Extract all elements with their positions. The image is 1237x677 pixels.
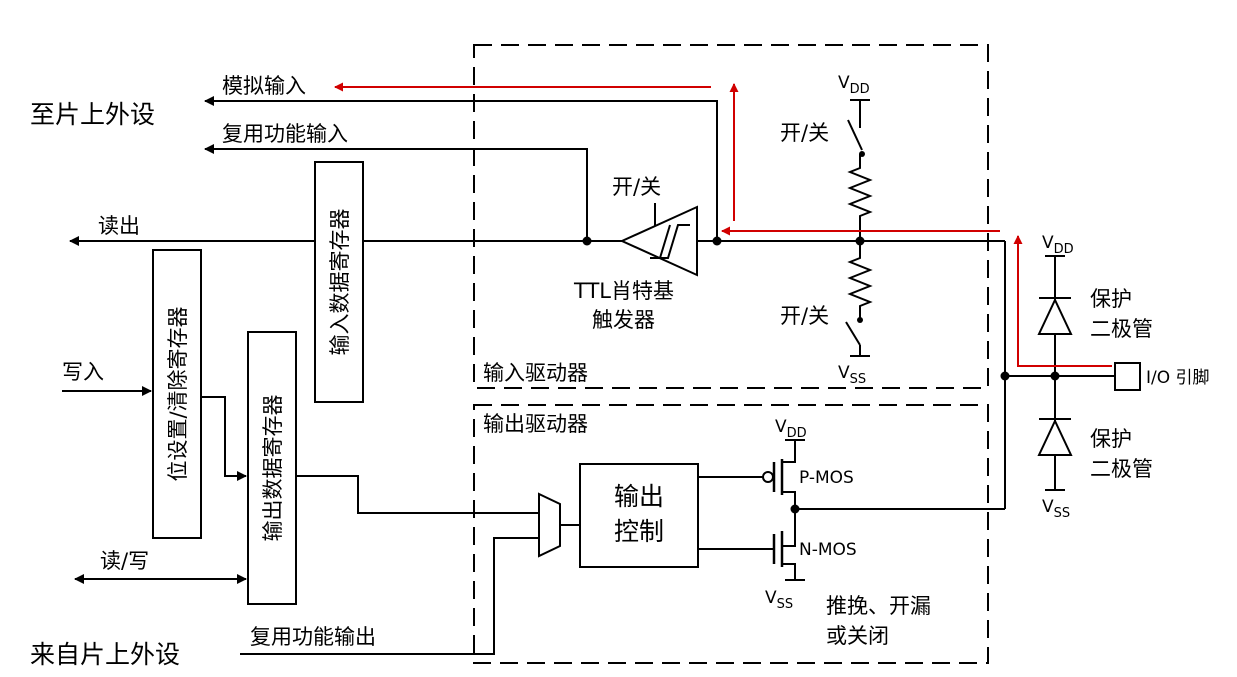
pullup-vdd-label: VDD — [838, 73, 870, 97]
alt-func-input-label: 复用功能输入 — [222, 122, 348, 146]
output-mux — [538, 492, 561, 558]
ttl-schmitt-label-1: TTL肖特基 — [573, 279, 674, 303]
alt-func-input-wire — [204, 144, 588, 241]
bsrr-to-odr-wire — [201, 396, 247, 481]
to-peripheral-label: 至片上外设 — [30, 100, 155, 129]
nmos-label: N-MOS — [799, 540, 857, 560]
output-mode-label-1: 推挽、开漏 — [826, 594, 931, 618]
pullup-resistor — [847, 154, 873, 241]
pmos-drain — [782, 491, 796, 547]
from-peripheral-label: 来自片上外设 — [30, 640, 180, 669]
diode-top-label-1: 保护 — [1090, 287, 1132, 311]
output-driver-box — [473, 404, 989, 664]
output-control-label-2: 控制 — [614, 517, 664, 546]
output-control-block — [579, 463, 699, 568]
input-data-register — [314, 161, 364, 403]
alt-func-output-label: 复用功能输出 — [250, 625, 376, 649]
diode-vss-label: VSS — [1042, 497, 1070, 521]
read-out-label: 读出 — [98, 214, 140, 238]
analog-input-wire — [204, 96, 718, 241]
nmos-vss-label: VSS — [765, 588, 793, 612]
signal-path-pin-to-input — [1013, 235, 1112, 367]
write-in-label: 写入 — [62, 360, 104, 384]
bit-set-reset-register — [152, 249, 202, 539]
read-write-label: 读/写 — [100, 549, 149, 573]
junction-analog — [712, 236, 722, 246]
alt-func-output-wire — [240, 537, 539, 655]
output-data-register-label: 输出数据寄存器 — [261, 395, 285, 542]
pulldown-resistor — [847, 241, 873, 318]
pmos-source — [782, 440, 796, 463]
diode-bottom-label-2: 二极管 — [1090, 457, 1153, 481]
pulldown-switch — [845, 321, 861, 346]
output-mode-label-2: 或关闭 — [826, 624, 889, 648]
output-driver-label: 输出驱动器 — [483, 412, 588, 436]
pmos-gate-bubble — [762, 471, 774, 483]
pulldown-switch-contact — [857, 317, 863, 323]
analog-input-label: 模拟输入 — [222, 74, 306, 98]
io-pin-label: I/O 引脚 — [1146, 368, 1210, 388]
junction-output — [790, 504, 800, 514]
pulldown-on-off-label: 开/关 — [780, 304, 829, 328]
output-control-label-1: 输出 — [614, 482, 664, 511]
junction-pin-left — [1000, 371, 1010, 381]
diode-top-label-2: 二极管 — [1090, 317, 1153, 341]
trigger-on-off-label: 开/关 — [612, 175, 661, 199]
schmitt-hysteresis-symbol-2 — [659, 224, 671, 259]
protection-diode-bottom — [1037, 418, 1073, 456]
protection-diode-top — [1037, 297, 1073, 335]
pullup-on-off-label: 开/关 — [780, 121, 829, 145]
pulldown-vss-label: VSS — [838, 363, 866, 387]
diode-bottom-label-1: 保护 — [1090, 427, 1132, 451]
pmos-label: P-MOS — [799, 468, 854, 488]
output-data-register — [247, 331, 297, 605]
io-pin — [1114, 362, 1141, 391]
bit-set-reset-register-label: 位设置/清除寄存器 — [166, 306, 190, 481]
input-data-register-label: 输入数据寄存器 — [328, 209, 352, 356]
input-driver-label: 输入驱动器 — [483, 361, 588, 385]
junction-alt-input — [582, 236, 592, 246]
junction-pull — [855, 236, 865, 246]
schmitt-trigger — [619, 205, 698, 277]
diode-vdd-label: VDD — [1042, 233, 1074, 257]
pullup-switch — [847, 119, 863, 151]
odr-to-mux-wire — [296, 475, 539, 514]
ttl-schmitt-label-2: 触发器 — [592, 308, 655, 332]
schmitt-hysteresis-symbol — [650, 224, 690, 259]
nmos-source — [782, 563, 796, 580]
pmos-vdd-label: VDD — [775, 417, 807, 441]
input-driver-box — [473, 44, 989, 389]
